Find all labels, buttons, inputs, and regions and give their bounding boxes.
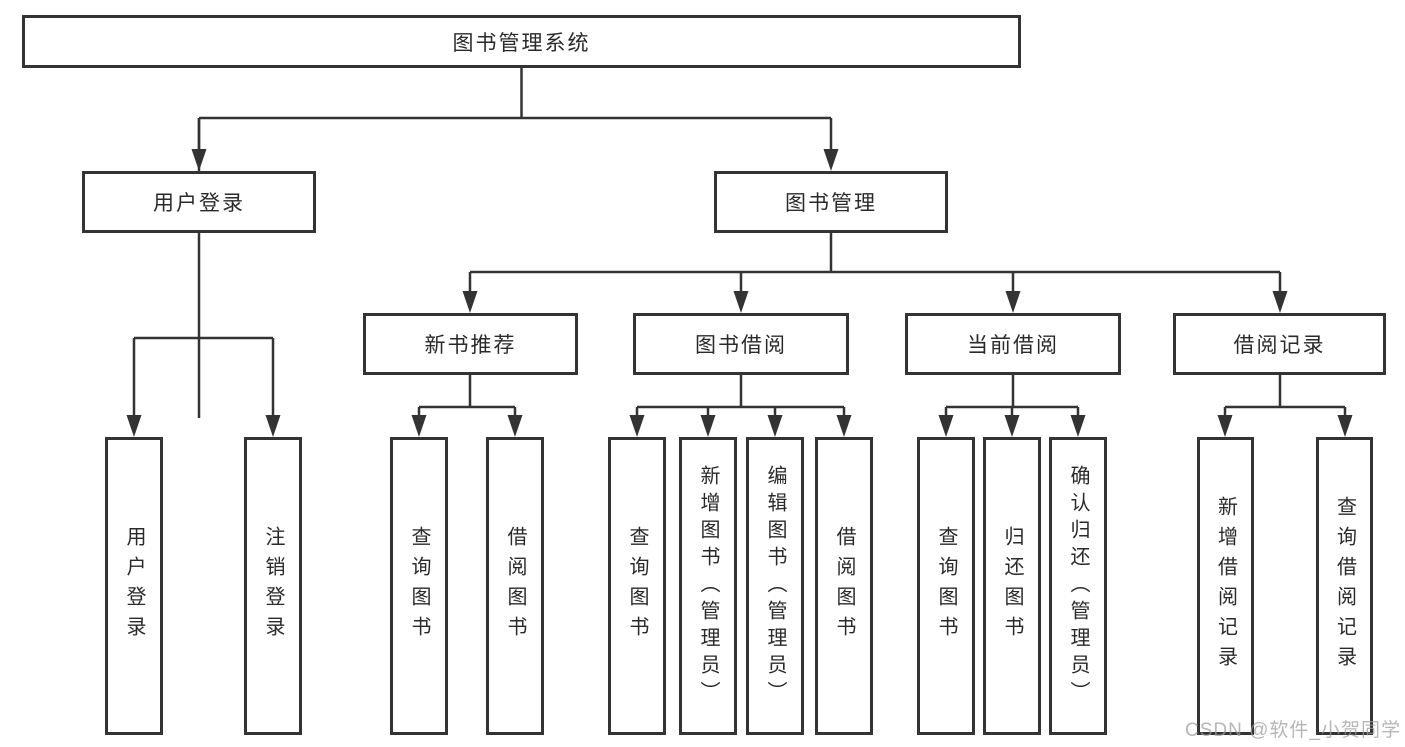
- leaf-query-books-recommend: 查询图书: [390, 437, 448, 735]
- leaf-add-borrow-record: 新增借阅记录: [1197, 437, 1254, 735]
- arrowhead-icons: [126, 149, 1353, 437]
- leaf-confirm-return-admin: 确认归还（管理员）: [1049, 437, 1107, 735]
- leaf-logout: 注销登录: [244, 437, 302, 735]
- leaf-query-books-borrowing: 查询图书: [608, 437, 666, 735]
- leaf-edit-book-admin: 编辑图书（管理员）: [746, 437, 804, 735]
- node-borrowing-records: 借阅记录: [1173, 313, 1386, 375]
- node-user-login-branch: 用户登录: [82, 171, 316, 233]
- leaf-return-books: 归还图书: [983, 437, 1041, 735]
- node-library-system-root: 图书管理系统: [22, 15, 1021, 68]
- leaf-add-book-admin: 新增图书（管理员）: [679, 437, 737, 735]
- leaf-user-login: 用户登录: [105, 437, 163, 735]
- node-new-book-recommendation: 新书推荐: [363, 313, 578, 375]
- leaf-query-borrow-record: 查询借阅记录: [1316, 437, 1373, 735]
- node-current-borrowing: 当前借阅: [905, 313, 1121, 375]
- node-book-management-branch: 图书管理: [714, 171, 948, 233]
- leaf-query-books-current: 查询图书: [917, 437, 975, 735]
- connector-path: [132, 68, 1347, 418]
- node-book-borrowing: 图书借阅: [633, 313, 849, 375]
- csdn-watermark: CSDN @软件_小贺同学: [1185, 720, 1401, 741]
- leaf-borrow-books-recommend: 借阅图书: [486, 437, 544, 735]
- leaf-borrow-books-borrowing: 借阅图书: [815, 437, 873, 735]
